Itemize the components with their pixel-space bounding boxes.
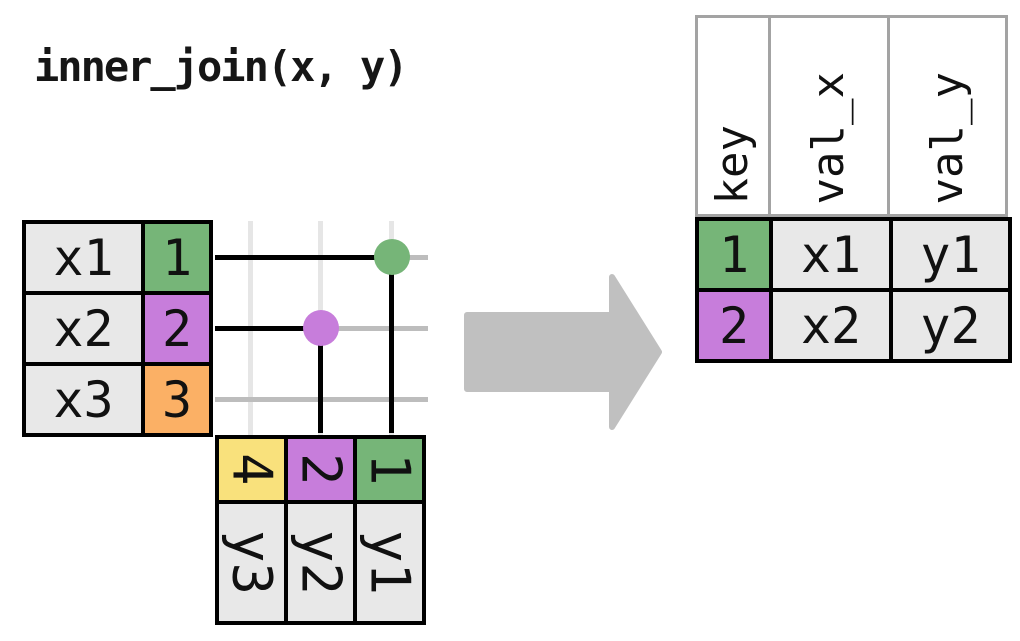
x-table-key-cell: 1 <box>145 224 209 291</box>
match-line-h-key2 <box>215 326 321 331</box>
result-key-cell: 1 <box>699 221 769 288</box>
result-header-key-label: key <box>707 124 758 204</box>
y-table: 4 y3 2 y2 1 y1 <box>215 435 426 625</box>
x-table-key-cell: 2 <box>145 295 209 362</box>
match-line-v-key2 <box>318 328 323 433</box>
result-key-cell: 2 <box>699 292 769 359</box>
x-table-key-cell: 3 <box>145 366 209 433</box>
result-header-valx-label: val_x <box>803 71 854 204</box>
result-table: 1 x1 y1 2 x2 y2 <box>695 217 1012 363</box>
result-valy-cell: y1 <box>893 221 1008 288</box>
result-valy-cell: y2 <box>893 292 1008 359</box>
result-header-key-cell: key <box>698 18 768 214</box>
x-table: x1 1 x2 2 x3 3 <box>22 220 213 437</box>
y-table-val-cell: y3 <box>219 504 284 621</box>
x-table-val-cell: x3 <box>26 366 141 433</box>
match-line-v-key1 <box>389 257 394 433</box>
arrow-icon <box>464 274 662 430</box>
diagram-title: inner_join(x, y) <box>34 42 409 91</box>
result-table-header: key val_x val_y <box>695 15 1008 217</box>
result-valx-cell: x2 <box>773 292 889 359</box>
x-table-val-cell: x2 <box>26 295 141 362</box>
match-dot-key1 <box>374 239 410 275</box>
x-table-val-cell: x1 <box>26 224 141 291</box>
y-table-val-cell: y2 <box>288 504 353 621</box>
y-table-val-cell: y1 <box>357 504 422 621</box>
result-header-valy-label: val_y <box>921 71 973 204</box>
y-table-key-cell: 4 <box>219 439 284 500</box>
match-dot-key2 <box>303 310 339 346</box>
match-line-h-key1 <box>215 255 392 260</box>
result-valx-cell: x1 <box>773 221 889 288</box>
y-table-key-cell: 1 <box>357 439 422 500</box>
result-header-valy-cell: val_y <box>890 18 1005 214</box>
result-header-valx-cell: val_x <box>771 18 887 214</box>
y-table-key-cell: 2 <box>288 439 353 500</box>
